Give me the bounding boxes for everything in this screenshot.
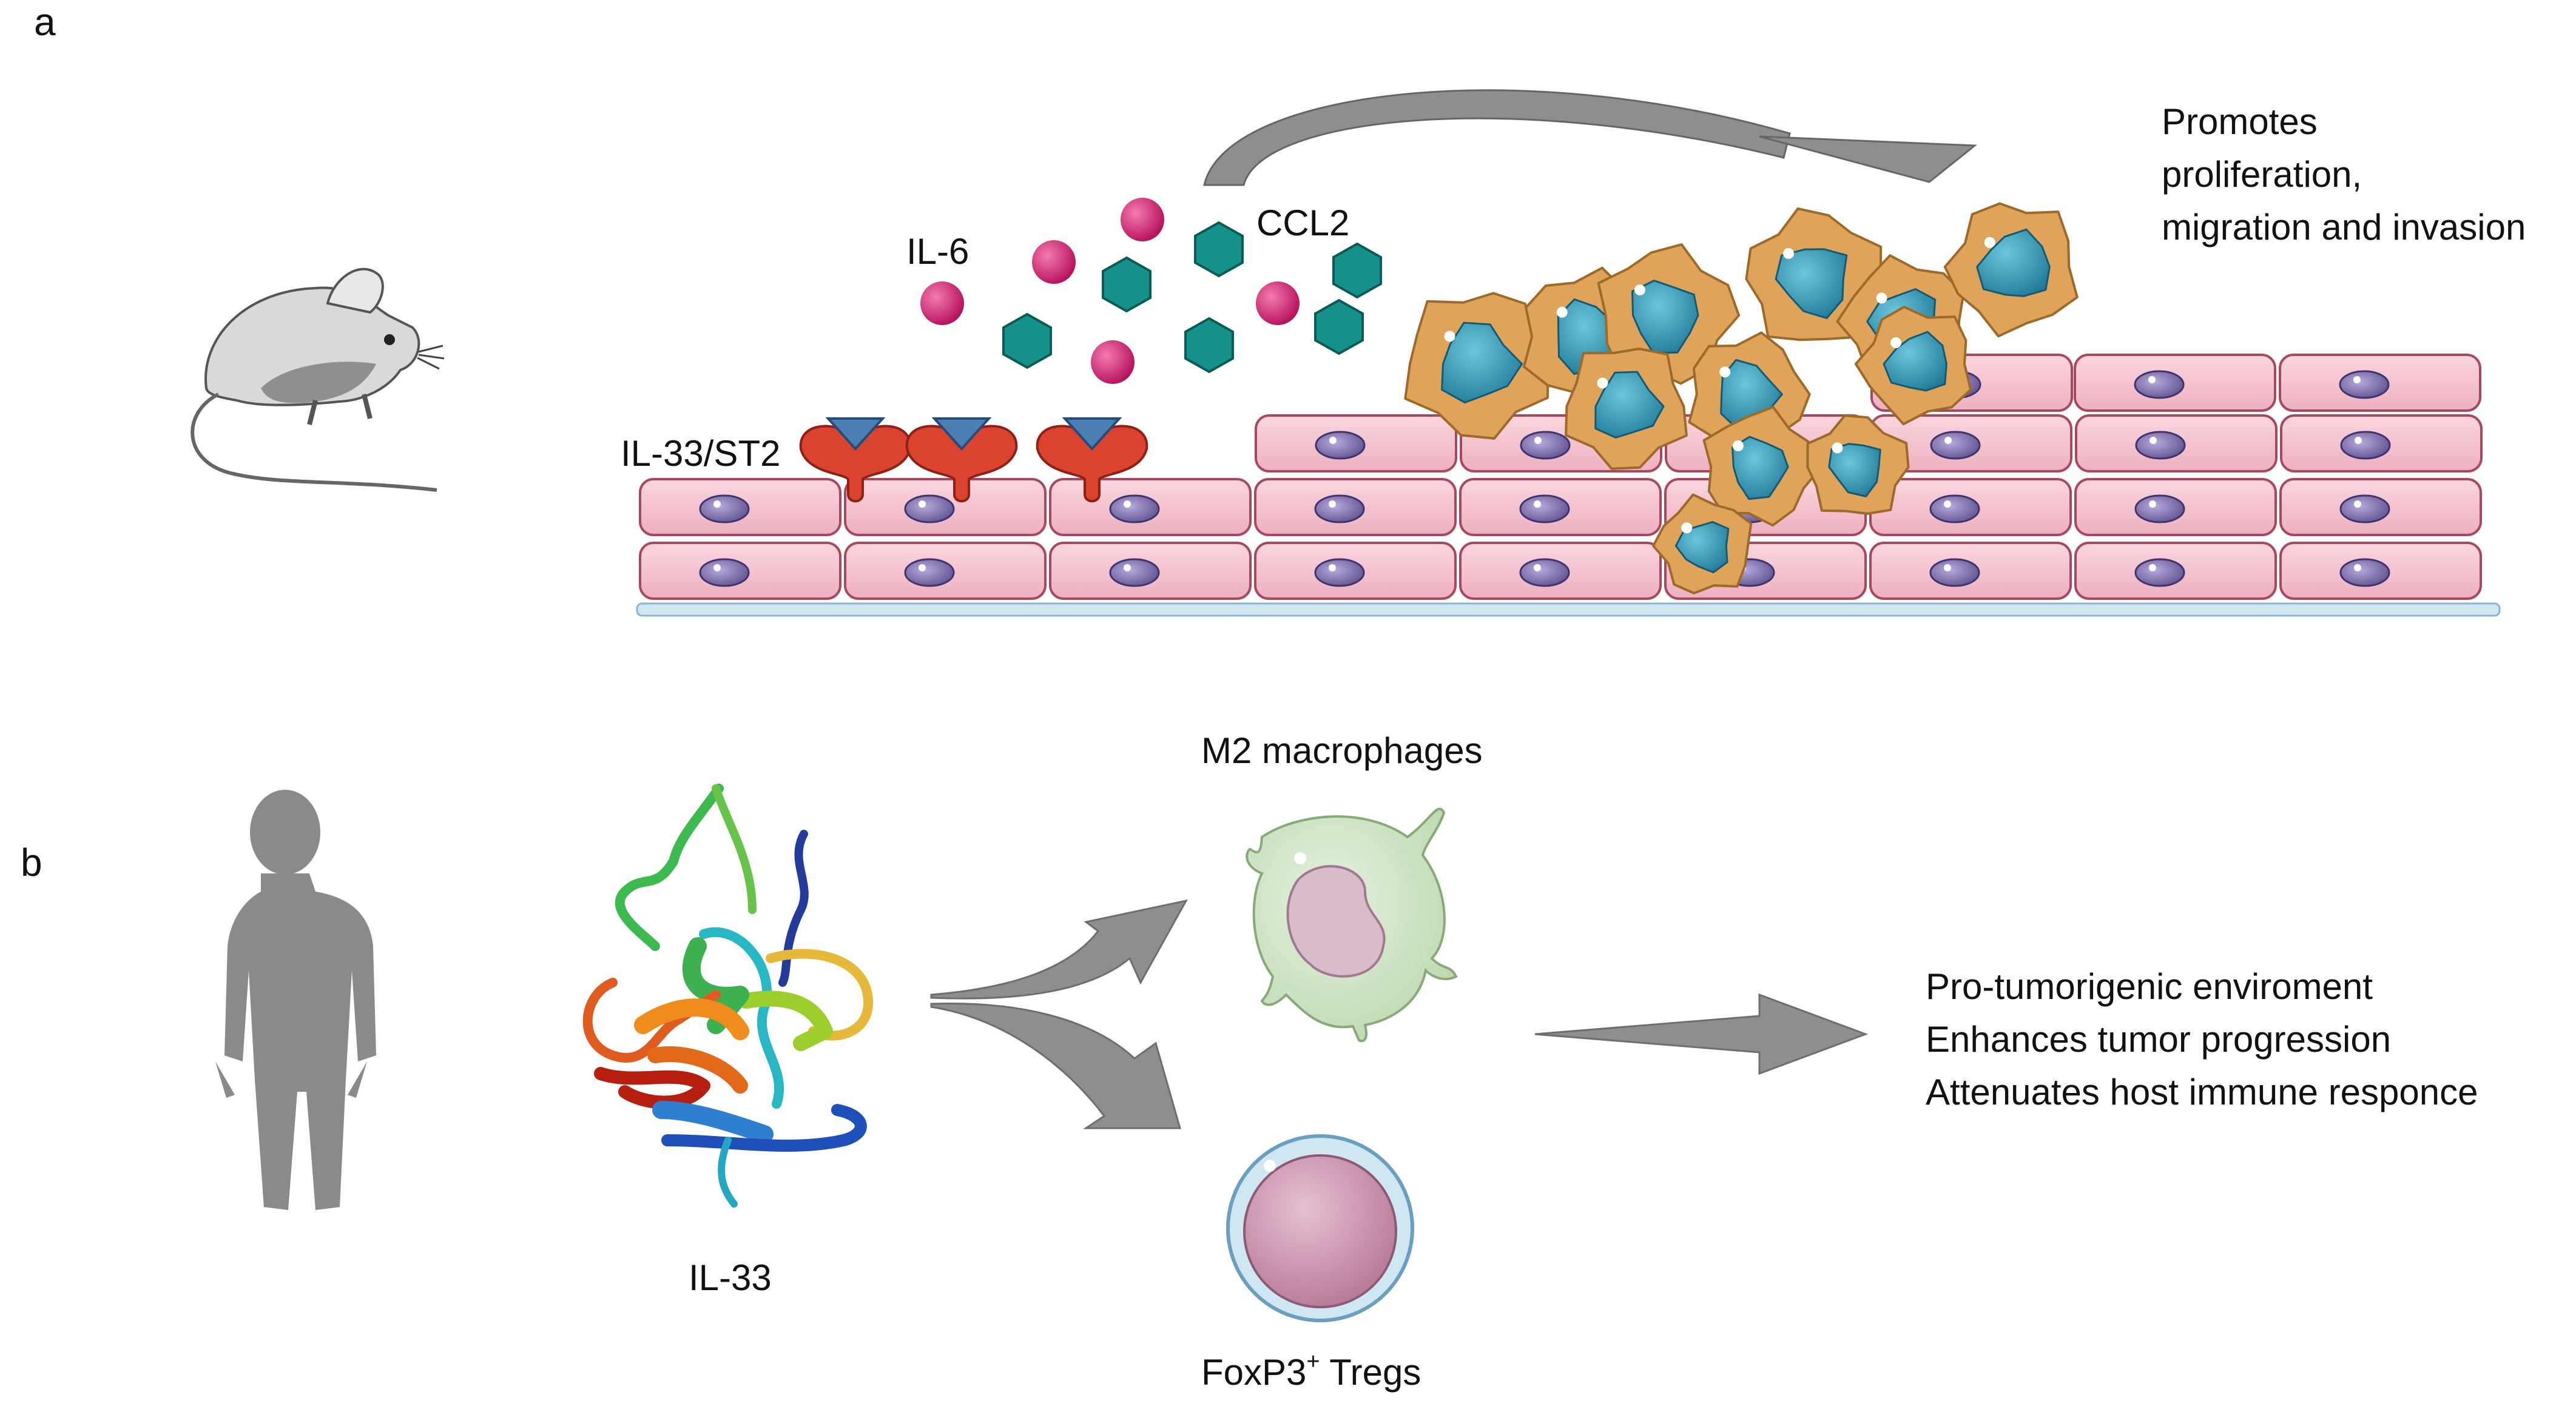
- tumor-cell-icon: [1404, 292, 1549, 440]
- tumor-cell-icon: [1854, 306, 1972, 426]
- treg-label-main: FoxP3: [1201, 1352, 1307, 1393]
- outcome-text-b: Pro-tumorigenic enviroment Enhances tumo…: [1926, 960, 2478, 1118]
- epithelial-cell-icon: [2279, 478, 2482, 536]
- ccl2-particles: [1002, 221, 1382, 374]
- treg-label-sup: +: [1306, 1349, 1320, 1374]
- epithelial-cell-icon: [639, 478, 841, 536]
- protein-ribbon-icon: [582, 784, 874, 1208]
- epithelial-cell-icon: [2279, 354, 2481, 412]
- epithelial-cell-icon: [1255, 414, 1457, 472]
- arrow-icon: [930, 899, 1869, 1129]
- outcome-line: Pro-tumorigenic enviroment: [1926, 966, 2373, 1007]
- tumor-cell-icon: [1943, 202, 2079, 338]
- epithelial-cell-icon: [844, 478, 1047, 536]
- receptor-icon: [905, 417, 1018, 503]
- human-silhouette-icon: [215, 790, 376, 1210]
- outcome-line: Enhances tumor progression: [1926, 1019, 2392, 1060]
- epithelial-cell-icon: [2280, 414, 2483, 472]
- receptor-icon: [799, 417, 912, 503]
- tumor-cell-icon: [1652, 493, 1753, 594]
- receptor-icon: [1036, 417, 1148, 503]
- curved-arrow-icon: [1203, 89, 1978, 186]
- ccl2-label: CCL2: [1256, 203, 1350, 243]
- outcome-text-a: Promotes proliferation, migration and in…: [2162, 95, 2526, 254]
- tumor-cell-icon: [1565, 348, 1688, 470]
- il33-label: IL-33: [689, 1257, 772, 1298]
- panel-label-b: b: [21, 841, 42, 884]
- m2-macrophages-label: M2 macrophages: [1201, 730, 1483, 771]
- tumor-cell-icon: [1806, 414, 1910, 515]
- epithelial-cell-icon: [844, 542, 1047, 600]
- epithelial-cell-icon: [2074, 542, 2277, 600]
- treg-cell-icon: [1226, 1134, 1414, 1322]
- epithelial-cell-icon: [2074, 478, 2277, 536]
- treg-label: FoxP3+ Tregs: [1201, 1350, 1421, 1393]
- epithelial-cell-icon: [1459, 478, 1662, 536]
- il6-label: IL-6: [906, 231, 969, 272]
- outcome-line: proliferation,: [2162, 154, 2362, 195]
- epithelial-cell-icon: [2074, 354, 2276, 412]
- mouse-icon: [191, 267, 445, 492]
- epithelium-layer: [636, 354, 2501, 617]
- il6-particles: [920, 198, 1300, 384]
- epithelial-cell-icon: [2279, 542, 2482, 600]
- receptor-label: IL-33/ST2: [621, 433, 781, 474]
- outcome-line: migration and invasion: [2162, 207, 2526, 247]
- epithelial-cell-icon: [1869, 478, 2072, 536]
- epithelial-cell-icon: [1049, 542, 1252, 600]
- treg-label-suffix: Tregs: [1320, 1352, 1421, 1393]
- macrophage-icon: [1246, 807, 1458, 1043]
- epithelial-cell-icon: [1049, 478, 1252, 536]
- panel-label-a: a: [34, 0, 56, 44]
- tumor-cluster: [1404, 202, 2079, 594]
- epithelial-cell-icon: [1254, 478, 1457, 536]
- epithelial-cell-icon: [639, 542, 841, 600]
- epithelial-cell-icon: [1869, 542, 2072, 600]
- tumor-cell-icon: [1702, 406, 1822, 527]
- epithelial-cell-icon: [1254, 542, 1457, 600]
- epithelial-cell-icon: [1870, 414, 2072, 472]
- epithelial-cell-icon: [1459, 542, 1662, 600]
- outcome-line: Attenuates host immune responce: [1926, 1072, 2478, 1112]
- outcome-line: Promotes: [2162, 101, 2318, 142]
- epithelial-cell-icon: [2075, 414, 2278, 472]
- receptor-group: [799, 417, 1148, 503]
